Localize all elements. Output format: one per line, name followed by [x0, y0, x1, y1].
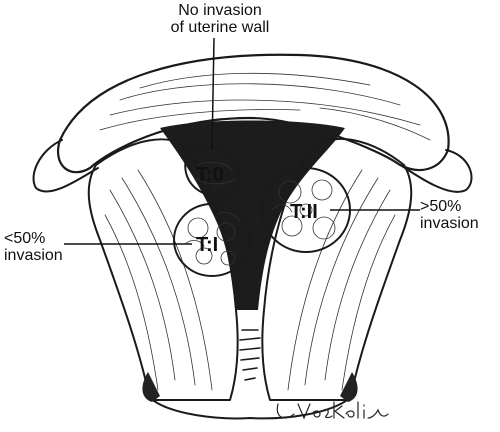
uterine-fundus	[57, 53, 450, 174]
callout-top-line1: No invasion	[178, 2, 262, 19]
callout-left-line2: invasion	[4, 247, 63, 264]
fundus-texture	[99, 72, 431, 141]
tumor-t0	[184, 145, 240, 198]
tumor-t1	[173, 203, 251, 277]
callout-top-line2: of uterine wall	[170, 19, 270, 36]
left-uterine-wall	[87, 138, 239, 401]
callout-left: <50% invasion	[4, 230, 63, 264]
right-uterine-wall	[261, 137, 413, 401]
left-fornix-shadow	[142, 372, 160, 402]
tumor-label-t2: T:II	[290, 201, 318, 223]
leader-line-top	[211, 37, 215, 151]
artist-signature	[276, 401, 389, 420]
left-wall-texture	[104, 169, 213, 391]
right-wall-texture	[287, 169, 396, 391]
left-horn	[32, 139, 99, 193]
right-fornix-shadow	[340, 372, 358, 402]
right-horn	[401, 149, 473, 193]
cervical-canal	[239, 329, 261, 381]
callout-left-line1: <50%	[4, 230, 46, 247]
callout-right-line1: >50%	[420, 198, 462, 215]
tumor-label-t1: T:I	[196, 234, 218, 256]
tumor-label-t0: T:0	[196, 164, 224, 186]
callout-top: No invasion of uterine wall	[150, 2, 290, 36]
callout-right-line2: invasion	[420, 215, 479, 232]
callout-right: >50% invasion	[420, 198, 479, 232]
